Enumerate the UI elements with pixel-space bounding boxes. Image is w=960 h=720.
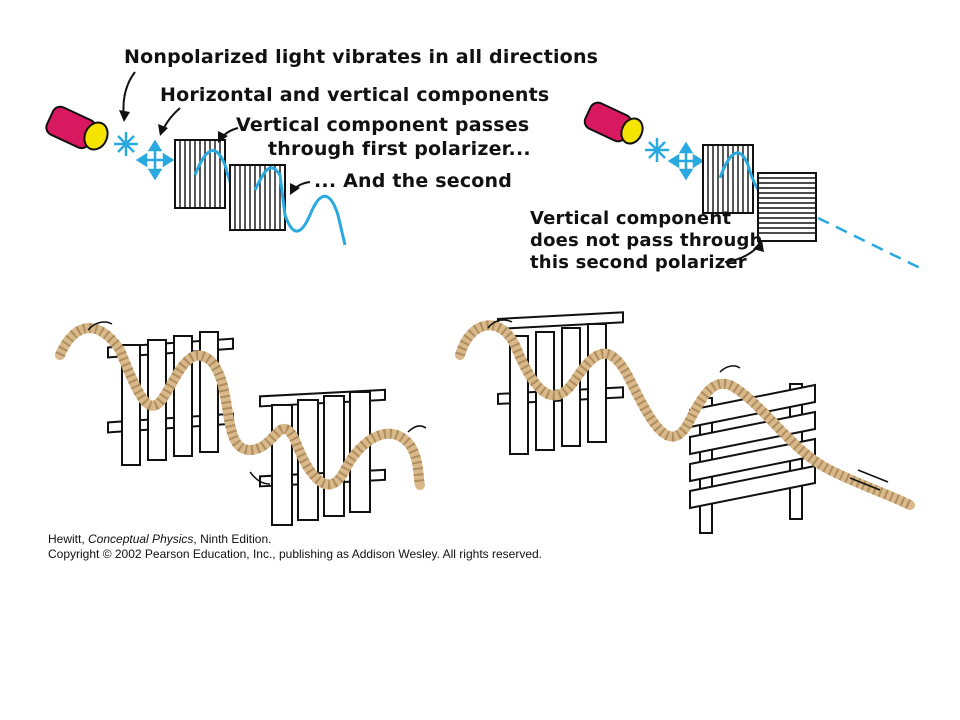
nonpolarized-star-icon — [114, 132, 138, 156]
first-polarizer-left — [174, 139, 226, 209]
hv-components-icon — [135, 139, 175, 181]
caption-edition: , Ninth Edition. — [193, 532, 272, 546]
second-polarizer-right-crossed — [757, 172, 817, 242]
label-not-pass-2: does not pass through — [530, 230, 763, 251]
label-and-second: ... And the second — [314, 170, 513, 192]
label-nonpolarized: Nonpolarized light vibrates in all direc… — [124, 46, 599, 68]
arrowhead-second — [290, 183, 300, 195]
fence-right-vertical — [497, 311, 624, 455]
caption-citation: Hewitt, Conceptual Physics, Ninth Editio… — [48, 532, 271, 546]
label-components: Horizontal and vertical components — [160, 84, 550, 106]
hv-components-icon-right — [667, 141, 705, 181]
label-not-pass-3: this second polarizer — [530, 252, 747, 273]
rope-left-texture — [55, 323, 425, 490]
arrowhead-first-polarizer — [218, 131, 228, 143]
caption-copyright: Copyright © 2002 Pearson Education, Inc.… — [48, 547, 543, 561]
first-polarizer-right — [702, 144, 754, 214]
label-not-pass-1: Vertical component — [530, 208, 732, 229]
flashlight-right — [583, 101, 644, 145]
rope-right — [455, 320, 915, 510]
flashlight-left — [45, 105, 109, 151]
fence-left-second — [259, 388, 386, 526]
second-polarizer-left — [229, 164, 286, 231]
arrowhead-components — [158, 124, 168, 136]
nonpolarized-star-icon-right — [645, 138, 669, 162]
motion-marks — [87, 319, 889, 491]
caption-book-title: Conceptual Physics — [88, 532, 194, 546]
label-vertical-passes-2: through first polarizer... — [268, 138, 531, 160]
arrowhead-not-pass — [753, 240, 764, 252]
arrow-nonpolarized — [122, 71, 136, 119]
fence-left-first — [107, 331, 234, 466]
wave-through-second — [253, 166, 347, 246]
blocked-path-dashed — [817, 216, 921, 270]
caption-author: Hewitt, — [48, 532, 89, 546]
label-vertical-passes-1: Vertical component passes — [236, 114, 530, 136]
arrowhead-nonpolarized — [119, 110, 130, 122]
